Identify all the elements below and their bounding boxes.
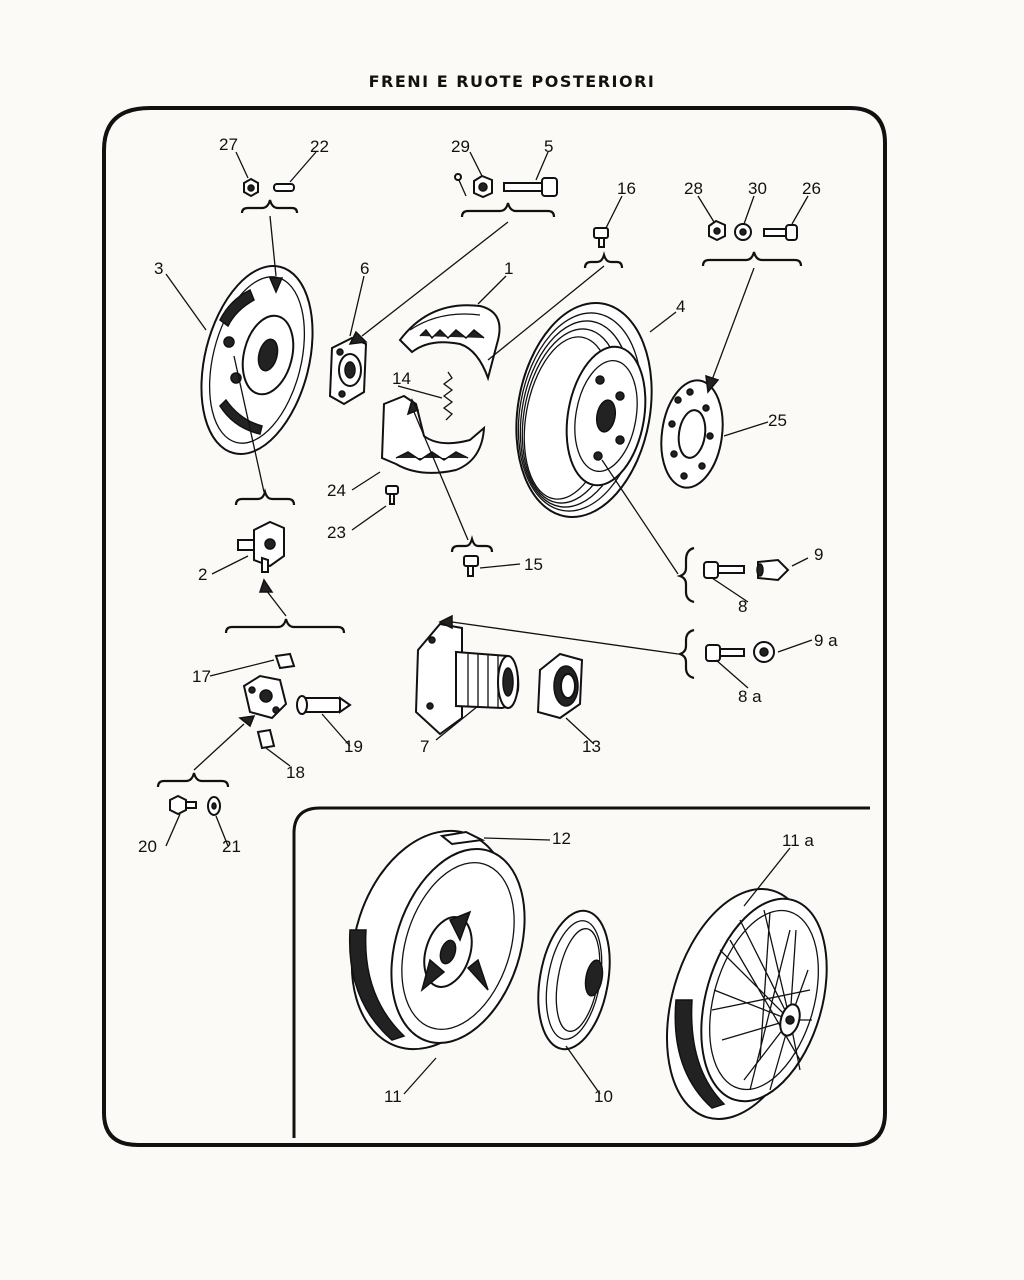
label-21: 21	[222, 837, 241, 856]
label-8a: 8 a	[738, 687, 762, 706]
label-22: 22	[310, 137, 329, 156]
label-9a: 9 a	[814, 631, 838, 650]
bracket-2	[234, 488, 296, 506]
lever-2	[237, 520, 285, 573]
wheel-rim-11	[348, 829, 526, 1051]
label-24: 24	[327, 481, 346, 500]
inset-frame	[292, 806, 870, 1138]
bracket-29-5	[460, 202, 556, 218]
clip-18	[256, 728, 276, 750]
nut-29	[473, 174, 493, 199]
label-4: 4	[676, 297, 685, 316]
label-25: 25	[768, 411, 787, 430]
clip-17	[274, 652, 296, 670]
washer-30	[734, 223, 752, 241]
leader-lines	[165, 151, 813, 1095]
label-7: 7	[420, 737, 429, 756]
pin-22	[273, 183, 295, 192]
label-11: 11	[384, 1087, 402, 1106]
brake-shoe-24	[380, 394, 486, 474]
hub-cap-13	[536, 652, 584, 720]
label-23: 23	[327, 523, 346, 542]
washer-21	[207, 796, 221, 816]
bracket-15	[450, 534, 494, 553]
return-spring-14	[442, 371, 454, 421]
label-17: 17	[192, 667, 211, 686]
label-15: 15	[524, 555, 543, 574]
label-1: 1	[504, 259, 513, 278]
brake-shoe-1	[398, 304, 501, 382]
label-27: 27	[219, 135, 238, 154]
label-28: 28	[684, 179, 703, 198]
backing-plate-3	[200, 265, 314, 455]
label-8: 8	[738, 597, 747, 616]
wheel-cylinder-6	[328, 336, 368, 406]
label-9: 9	[814, 545, 823, 564]
bracket-8-9	[676, 546, 695, 604]
label-16: 16	[617, 179, 636, 198]
label-20: 20	[138, 837, 157, 856]
bolt-23	[385, 485, 399, 505]
plate-25	[660, 379, 724, 489]
label-14: 14	[392, 369, 411, 388]
label-12: 12	[552, 829, 571, 848]
outer-frame	[102, 106, 887, 1147]
bracket-20-21	[156, 772, 230, 788]
bracket-27-22	[240, 199, 299, 214]
label-13: 13	[582, 737, 601, 756]
bracket-8a-9a	[676, 628, 695, 680]
bolt-26	[763, 224, 798, 241]
hub-7	[414, 622, 520, 736]
label-10: 10	[594, 1087, 613, 1106]
page-title: FRENI E RUOTE POSTERIORI	[368, 72, 656, 91]
tire-4	[515, 302, 653, 518]
pin-19	[296, 695, 352, 715]
spoked-wheel-11a	[665, 888, 828, 1120]
balance-weight-12	[439, 830, 486, 846]
bolt-8a	[705, 644, 745, 662]
label-18: 18	[286, 763, 305, 782]
label-2: 2	[198, 565, 207, 584]
label-3: 3	[154, 259, 163, 278]
label-19: 19	[344, 737, 363, 756]
bolt-5	[503, 177, 558, 197]
label-30: 30	[748, 179, 767, 198]
part-labels: 27 22 29 5 16 28 30 26 3 6 1 4 14 25 24 …	[138, 135, 838, 1106]
bracket-17-18-19	[224, 618, 346, 634]
bolt-16	[593, 227, 609, 248]
label-26: 26	[802, 179, 821, 198]
bolt-15	[463, 555, 479, 577]
nut-9	[756, 558, 790, 582]
bracket-16	[583, 251, 624, 269]
label-11a: 11 a	[782, 831, 814, 850]
bolt-8	[703, 561, 745, 579]
trim-ring-10	[537, 909, 611, 1051]
bracket-28-30-26	[701, 251, 803, 267]
label-5: 5	[544, 137, 553, 156]
bracket-plate	[242, 674, 288, 720]
cotter-pin-29	[454, 173, 467, 197]
label-29: 29	[451, 137, 470, 156]
label-6: 6	[360, 259, 369, 278]
nut-9a	[753, 641, 775, 663]
nut-28	[708, 219, 726, 242]
screw-20	[169, 794, 197, 816]
nut-27	[243, 177, 259, 198]
